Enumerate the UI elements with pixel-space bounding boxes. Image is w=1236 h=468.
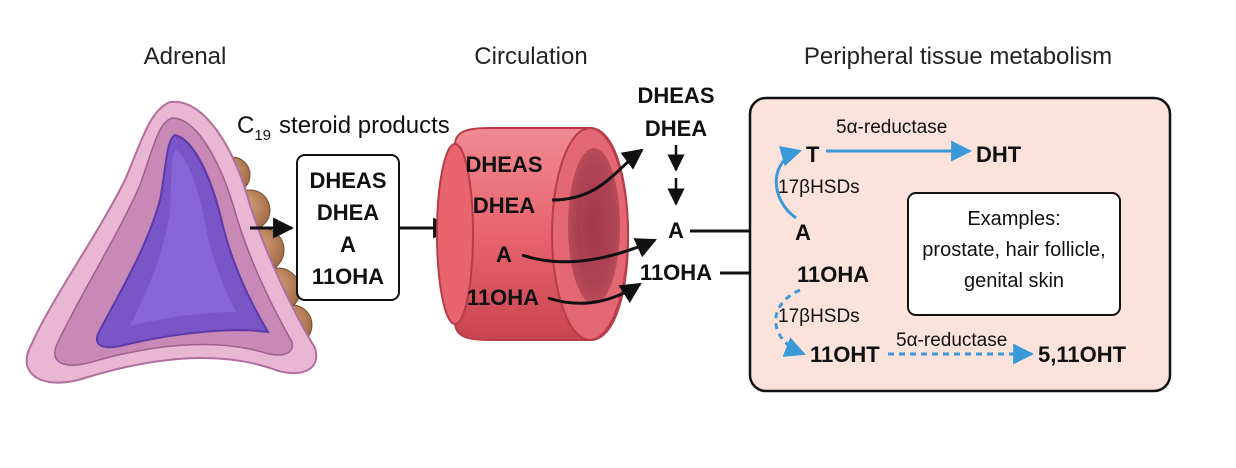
header-peripheral: Peripheral tissue metabolism (804, 43, 1112, 70)
adrenal-gland-illustration (25, 100, 318, 384)
box-item-11oha: 11OHA (312, 264, 384, 289)
tissue-11oha: 11OHA (797, 262, 869, 287)
tissue-a: A (795, 220, 811, 245)
box-item-dheas: DHEAS (309, 168, 386, 193)
examples-title: Examples: (967, 208, 1060, 230)
tissue-511oht: 5,11OHT (1038, 342, 1127, 367)
hsd-top-label: 17βHSDs (778, 177, 860, 198)
arrow-a-out (521, 238, 657, 264)
vessel-label-11oha: 11OHA (467, 285, 539, 310)
arrow-dhea-out (551, 148, 644, 202)
vessel-label-dhea: DHEA (473, 193, 535, 218)
circ-11oha: 11OHA (640, 260, 712, 285)
circ-dheas: DHEAS (637, 83, 714, 108)
arrow-a-to-t (774, 146, 803, 220)
examples-box (907, 192, 1121, 316)
header-circulation: Circulation (474, 43, 587, 70)
tissue-11oht: 11OHT (810, 342, 880, 367)
examples-line-1: prostate, hair follicle, (922, 239, 1105, 261)
vessel-label-dheas: DHEAS (465, 152, 542, 177)
hsd-bottom-label: 17βHSDs (778, 306, 860, 327)
header-adrenal: Adrenal (144, 43, 227, 70)
box-item-dhea: DHEA (317, 200, 379, 225)
reductase-top-label: 5α-reductase (836, 117, 947, 138)
tissue-dht: DHT (976, 142, 1022, 167)
box-item-a: A (340, 232, 356, 257)
tissue-t: T (806, 142, 820, 167)
arrow-11oha-out (547, 282, 642, 305)
adrenal-products-box (296, 154, 400, 301)
circ-dhea: DHEA (645, 116, 707, 141)
vessel-label-a: A (496, 242, 512, 267)
examples-line-2: genital skin (964, 270, 1064, 292)
reductase-bottom-label: 5α-reductase (896, 330, 1007, 351)
blood-vessel-illustration (436, 127, 630, 341)
circ-a: A (668, 218, 684, 243)
